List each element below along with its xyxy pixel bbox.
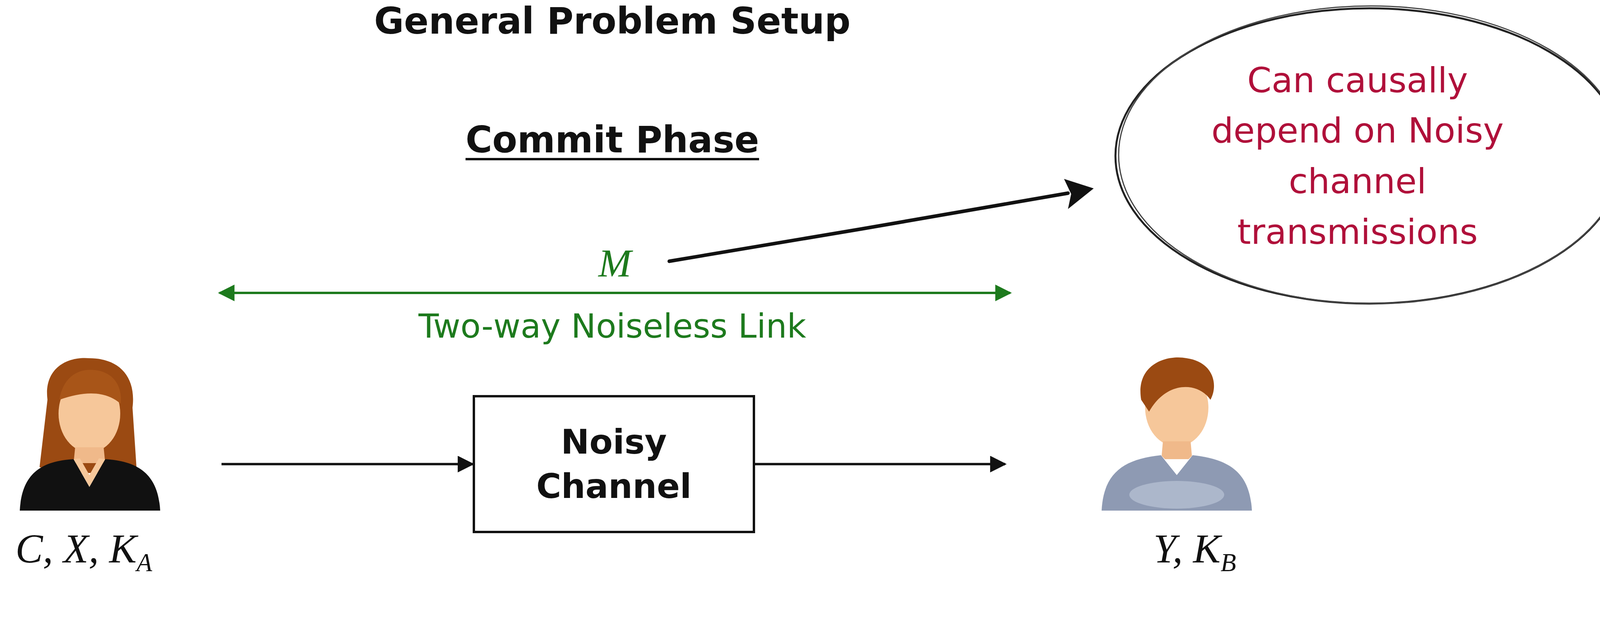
bob-icon <box>1101 357 1252 511</box>
channel-box: Noisy Channel <box>472 394 756 533</box>
diagram-title: General Problem Setup <box>374 0 851 43</box>
leader-arrowhead <box>1064 178 1094 209</box>
link-label: Two-way Noiseless Link <box>418 306 807 346</box>
callout-outline <box>1112 5 1600 307</box>
party-bob: Y, KB <box>1097 362 1261 511</box>
party-alice: C, X, KA <box>15 362 164 511</box>
phase-heading: Commit Phase <box>465 118 760 161</box>
callout-note: Can causally depend on Noisy channel tra… <box>1203 54 1512 257</box>
leader-line <box>669 193 1068 262</box>
alice-icon <box>19 357 161 511</box>
noiseless-link <box>219 291 1011 294</box>
channel-arrow <box>755 462 1006 466</box>
callout-ellipse: Can causally depend on Noisy channel tra… <box>1112 5 1600 307</box>
message-label: M <box>598 240 632 286</box>
channel-label: Noisy Channel <box>511 419 717 509</box>
party-variables: C, X, KA <box>15 524 153 578</box>
party-variables: Y, KB <box>1153 524 1237 578</box>
channel-arrow <box>221 462 473 466</box>
